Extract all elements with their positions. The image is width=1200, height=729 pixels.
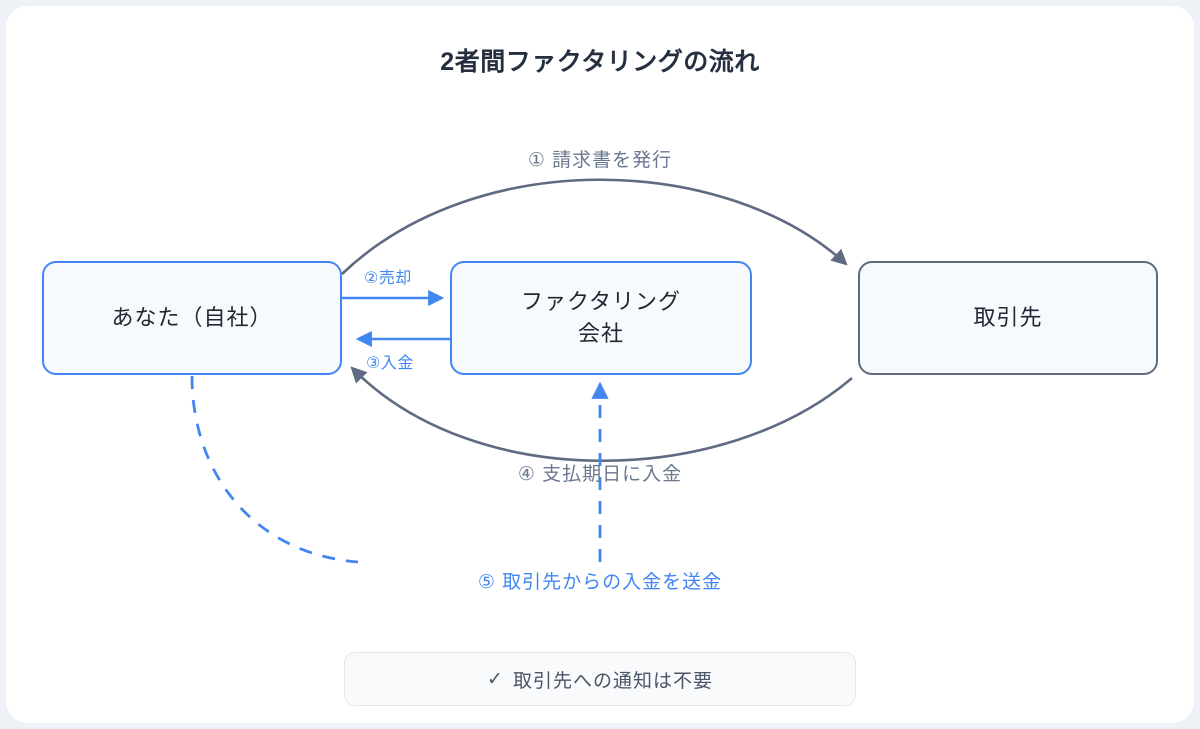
node-client[interactable]: 取引先 — [858, 261, 1158, 375]
edge-label-1: ① 請求書を発行 — [527, 150, 673, 171]
edge-label-5: ⑤ 取引先からの入金を送金 — [477, 572, 723, 593]
connector-layer — [190, 178, 853, 564]
node-client-label: 取引先 — [973, 305, 1043, 331]
node-factoring-company-label-line2: 会社 — [577, 321, 624, 346]
edge-4-path — [350, 366, 853, 462]
diagram-stage: 2者間ファクタリングの流れ — [6, 6, 1194, 723]
node-self[interactable]: あなた（自社） — [42, 261, 342, 375]
node-factoring-company-label-line1: ファクタリング — [520, 289, 682, 315]
edge-1-path — [341, 178, 848, 275]
node-self-label: あなた（自社） — [111, 305, 273, 331]
edge-label-4: ④ 支払期日に入金 — [517, 464, 683, 485]
edge-label-3: ③入金 — [366, 355, 414, 372]
node-factoring-company[interactable]: ファクタリング 会社 — [450, 261, 752, 375]
note-banner: ✓ 取引先への通知は不要 — [344, 652, 856, 706]
diagram-card: 2者間ファクタリングの流れ — [6, 6, 1194, 723]
page-title: 2者間ファクタリングの流れ — [440, 48, 760, 76]
edge-label-2: ②売却 — [364, 270, 412, 287]
node-factoring-company-label: ファクタリング 会社 — [521, 286, 681, 350]
note-text: 取引先への通知は不要 — [512, 670, 713, 692]
check-icon: ✓ — [487, 668, 504, 690]
